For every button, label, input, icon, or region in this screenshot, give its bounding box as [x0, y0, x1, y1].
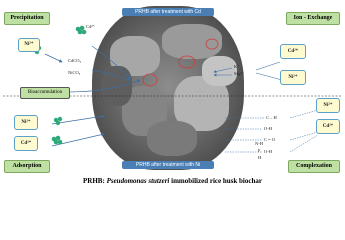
cdco3-label: CdCO₃: [68, 58, 82, 63]
mg-label: Mg²⁺: [234, 71, 244, 76]
k-label: K⁺: [234, 64, 240, 69]
ion-exchange-link: [255, 61, 281, 71]
ion-exchange-box: Ion - Exchange: [286, 12, 340, 25]
h-label: H: [258, 155, 262, 160]
sem-micrograph: [92, 6, 244, 170]
adsorption-box: Adsorption: [4, 160, 50, 173]
cd-molecule-icon: [51, 135, 63, 145]
ads-ni-badge: Ni²⁺: [14, 115, 38, 130]
ch-label: C – H: [266, 115, 277, 120]
oh2-label: O-H: [264, 149, 272, 154]
bottom-image-tag: PRHB after treatment with Ni: [122, 161, 214, 169]
caption-prefix: PRHB:: [83, 177, 107, 185]
sem-texture: [147, 121, 197, 156]
comp-cd-badge: Cd²⁺: [316, 119, 340, 134]
top-image-tag: PRHB after treatment with Cd: [122, 8, 214, 16]
figure-caption: PRHB: Pseudomonas stutzeri immobilized r…: [0, 177, 345, 185]
cd-label: Cd²⁺: [86, 24, 95, 29]
nico3-label: NiCO₃: [68, 70, 81, 75]
comp-ni-badge: Ni²⁺: [316, 98, 340, 113]
precip-arrow-1: [91, 45, 131, 79]
caption-suffix: immobilized rice husk biochar: [169, 177, 262, 185]
bioaccumulation-box: Bioaccumulation: [20, 87, 70, 99]
adsorption-arrow: [51, 114, 105, 125]
complex-to-metal: [289, 134, 319, 153]
ion-cd-badge: Cd²⁺: [280, 44, 306, 59]
cd-molecule-icon: [75, 25, 87, 35]
ads-cd-badge: Cd²⁺: [14, 136, 38, 151]
k-arrow: [213, 67, 233, 73]
ni-badge: Ni²⁺: [18, 38, 40, 52]
ion-ni-badge: Ni²⁺: [280, 70, 306, 85]
complex-to-metal: [289, 131, 319, 141]
ni-molecule-icon: [53, 116, 63, 126]
sem-texture: [102, 66, 132, 106]
bioaccumulation-arrow: [67, 79, 141, 93]
precipitation-box: Precipitation: [4, 12, 50, 25]
ion-exchange-link: [255, 72, 283, 81]
complex-to-metal: [289, 109, 319, 119]
complexation-box: Complexation: [288, 160, 340, 173]
sem-texture: [162, 24, 222, 59]
caption-organism: Pseudomonas stutzeri: [106, 177, 170, 185]
diagram-canvas: PRHB after treatment with Cd PRHB after …: [0, 6, 345, 185]
co-label: C = O: [264, 137, 276, 142]
highlight-circle: [205, 38, 219, 50]
nh-label: N-H: [255, 141, 263, 146]
ni-to-carbonate-arrow: [44, 53, 63, 63]
highlight-circle: [178, 55, 196, 69]
precip-arrow-2: [91, 69, 131, 81]
f-label: F: [258, 148, 261, 153]
highlight-circle: [142, 73, 158, 87]
oh1-label: O-H: [264, 126, 272, 131]
